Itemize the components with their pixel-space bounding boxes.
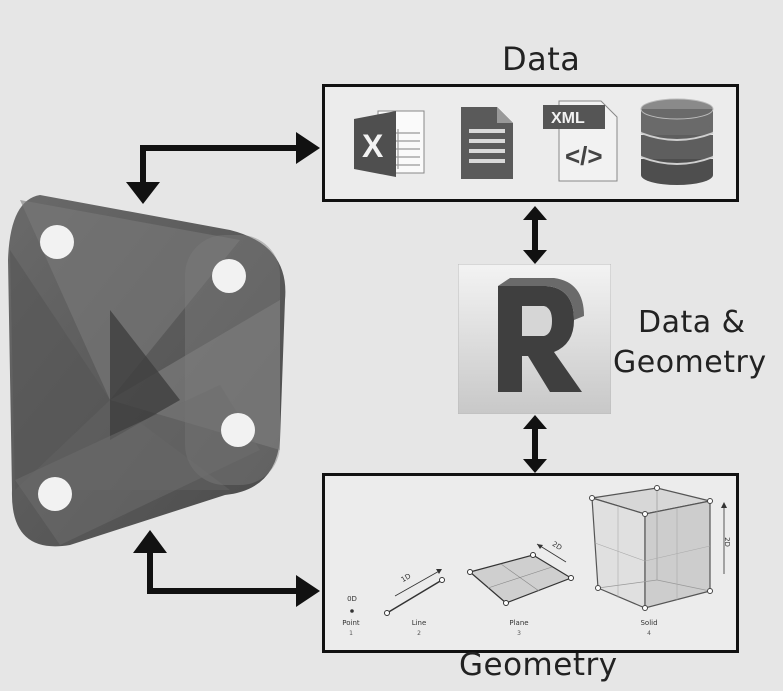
data-label: Data [502,40,581,78]
solid-label: Solid [640,619,658,627]
xml-code-symbol: </> [565,141,603,171]
data-box: X XML </> [322,84,739,202]
revit-icon: R [458,264,611,414]
data-geometry-label: Data & Geometry [613,303,767,383]
arrowhead-bottom-up [133,530,167,553]
solid-index: 4 [647,630,651,637]
document-icon [461,107,513,179]
xml-tag-text: XML [551,110,585,127]
geometry-box: 0D 1D 2D 2D Point 1 Line 2 Plane 3 Solid… [322,473,739,653]
dynamo-logo [8,195,286,547]
point-index: 1 [349,630,353,637]
arrowhead-bottom-right [296,575,320,607]
arrowhead-top-right [296,132,320,164]
xml-file-icon: XML </> [543,100,618,182]
point-label: Point [342,619,360,627]
line-label: Line [411,619,427,627]
excel-icon: X [354,110,425,177]
logo-circle-top-right [212,259,246,293]
solid-dim-label: 2D [723,537,731,547]
logo-circle-top-left [40,225,74,259]
solid-cube [591,487,711,609]
data-geometry-line-1: Data & [638,305,746,340]
arrowhead-top-down [126,182,160,204]
line-segment [386,579,443,614]
excel-letter: X [362,128,384,164]
line-index: 2 [417,630,421,637]
logo-circle-bottom-right [221,413,255,447]
geometry-illustration [350,485,727,616]
point-dim-label: 0D [347,595,357,603]
plane-index: 3 [517,630,521,637]
geometry-label: Geometry [459,647,618,683]
plane-shape [468,554,573,604]
database-icon [640,98,714,185]
data-geometry-line-2: Geometry [613,345,767,380]
point-marker [350,609,354,613]
plane-label: Plane [509,619,529,627]
logo-circle-bottom-left [38,477,72,511]
